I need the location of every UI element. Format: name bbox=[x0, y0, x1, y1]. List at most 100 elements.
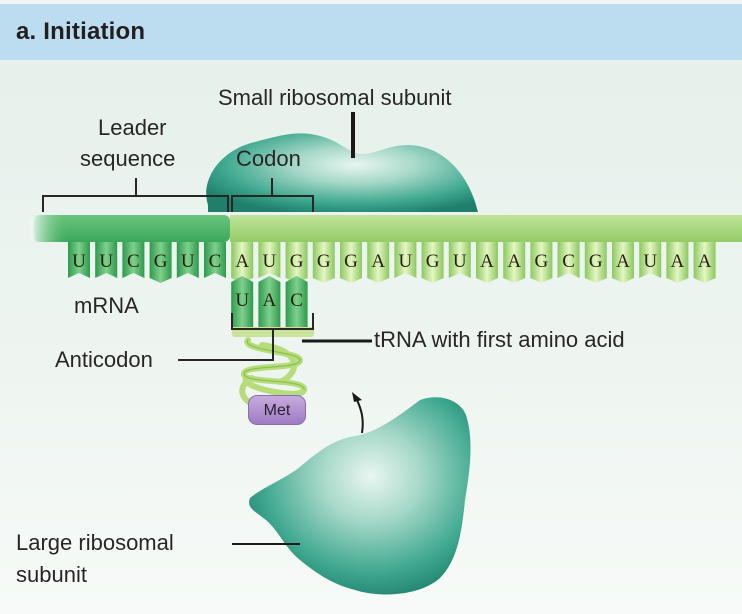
anticodon-bracket bbox=[178, 313, 314, 361]
base-letter: U bbox=[99, 251, 113, 272]
base-letter: U bbox=[263, 251, 277, 272]
assembly-arrow bbox=[355, 397, 364, 434]
mrna-base-3: C bbox=[122, 242, 145, 278]
mrna-base-6: C bbox=[204, 242, 226, 278]
trna-label: tRNA with first amino acid bbox=[374, 327, 625, 352]
base-letter: A bbox=[616, 251, 630, 272]
anticodon-letter: A bbox=[263, 290, 277, 311]
base-shape bbox=[285, 242, 308, 283]
base-shape bbox=[421, 242, 444, 283]
base-shape bbox=[394, 242, 417, 278]
backbone-fade bbox=[30, 215, 70, 242]
anticodon-letter: C bbox=[290, 290, 303, 311]
section-header: a. Initiation bbox=[0, 0, 742, 60]
anticodon-base-shape bbox=[285, 276, 308, 327]
mrna-base-10: G bbox=[312, 242, 335, 283]
mrna-base-8: U bbox=[258, 242, 281, 278]
base-letter: U bbox=[181, 251, 195, 272]
base-letter: G bbox=[317, 251, 331, 272]
base-letter: C bbox=[562, 251, 575, 272]
anticodon-base-shape bbox=[258, 276, 281, 327]
leader-bracket bbox=[42, 178, 229, 212]
anticodon-letter: U bbox=[235, 290, 249, 311]
mrna-backbone-coding bbox=[230, 215, 742, 242]
mrna-base-2: U bbox=[95, 242, 118, 278]
base-shape bbox=[312, 242, 335, 283]
base-letter: U bbox=[72, 251, 86, 272]
arrowhead-icon bbox=[352, 392, 362, 402]
base-shape bbox=[666, 242, 689, 283]
mrna-base-17: A bbox=[503, 242, 526, 283]
mrna-base-14: G bbox=[421, 242, 444, 283]
base-shape bbox=[448, 242, 471, 278]
base-shape bbox=[530, 242, 553, 283]
base-shape bbox=[231, 242, 254, 283]
mrna-base-4: G bbox=[149, 242, 172, 283]
large-subunit-label-line1: Large ribosomal bbox=[16, 530, 174, 555]
base-shape bbox=[476, 242, 498, 283]
mrna-base-21: A bbox=[612, 242, 634, 283]
small-subunit-label: Small ribosomal subunit bbox=[218, 85, 452, 110]
base-shape bbox=[122, 242, 145, 278]
base-shape bbox=[95, 242, 118, 278]
base-letter: A bbox=[698, 251, 712, 272]
base-letter: U bbox=[453, 251, 467, 272]
mrna-base-20: G bbox=[584, 242, 607, 283]
small-ribosomal-subunit bbox=[206, 133, 478, 212]
base-letter: U bbox=[399, 251, 413, 272]
anticodon-base-shape bbox=[231, 276, 254, 327]
base-shape bbox=[639, 242, 662, 278]
anticodon-base-1: U bbox=[231, 276, 254, 327]
mrna-base-22: U bbox=[639, 242, 662, 278]
base-letter: A bbox=[507, 251, 521, 272]
base-shape bbox=[258, 242, 281, 278]
base-shape bbox=[176, 242, 199, 278]
base-letter: A bbox=[671, 251, 685, 272]
mrna-base-11: G bbox=[340, 242, 362, 283]
anticodon-base-2: A bbox=[258, 276, 281, 327]
base-shape bbox=[149, 242, 172, 283]
mrna-base-24: A bbox=[693, 242, 716, 283]
codon-bracket bbox=[231, 178, 314, 212]
anticodon-label: Anticodon bbox=[55, 347, 153, 372]
base-letter: A bbox=[235, 251, 249, 272]
large-ribosomal-subunit bbox=[249, 397, 471, 595]
base-shape bbox=[557, 242, 580, 278]
leader-label-line1: Leader bbox=[98, 115, 167, 140]
mrna-base-16: A bbox=[476, 242, 498, 283]
mrna-base-15: U bbox=[448, 242, 471, 278]
base-letter: A bbox=[371, 251, 385, 272]
codon-label: Codon bbox=[236, 146, 301, 171]
base-letter: G bbox=[344, 251, 358, 272]
mrna-backbone-leader bbox=[34, 215, 230, 242]
base-letter: G bbox=[426, 251, 440, 272]
base-letter: C bbox=[127, 251, 140, 272]
base-shape bbox=[340, 242, 362, 283]
mrna-label: mRNA bbox=[74, 293, 139, 318]
mrna-base-12: A bbox=[367, 242, 390, 283]
mrna-base-5: U bbox=[176, 242, 199, 278]
base-shape bbox=[204, 242, 226, 278]
base-shape bbox=[68, 242, 90, 278]
base-shape bbox=[584, 242, 607, 283]
base-letter: G bbox=[290, 251, 304, 272]
anticodon-base-3: C bbox=[285, 276, 308, 327]
base-shape bbox=[503, 242, 526, 283]
mrna-base-9: G bbox=[285, 242, 308, 283]
mrna-base-19: C bbox=[557, 242, 580, 278]
mrna-base-1: U bbox=[68, 242, 90, 278]
mrna-base-13: U bbox=[394, 242, 417, 278]
base-letter: G bbox=[154, 251, 168, 272]
base-shape bbox=[693, 242, 716, 283]
section-title: a. Initiation bbox=[16, 18, 146, 45]
base-letter: C bbox=[209, 251, 222, 272]
base-letter: G bbox=[535, 251, 549, 272]
amino-acid-met: Met bbox=[248, 395, 306, 425]
mrna-base-7: A bbox=[231, 242, 254, 283]
mrna-base-23: A bbox=[666, 242, 689, 283]
mrna-base-18: G bbox=[530, 242, 553, 283]
base-shape bbox=[367, 242, 390, 283]
